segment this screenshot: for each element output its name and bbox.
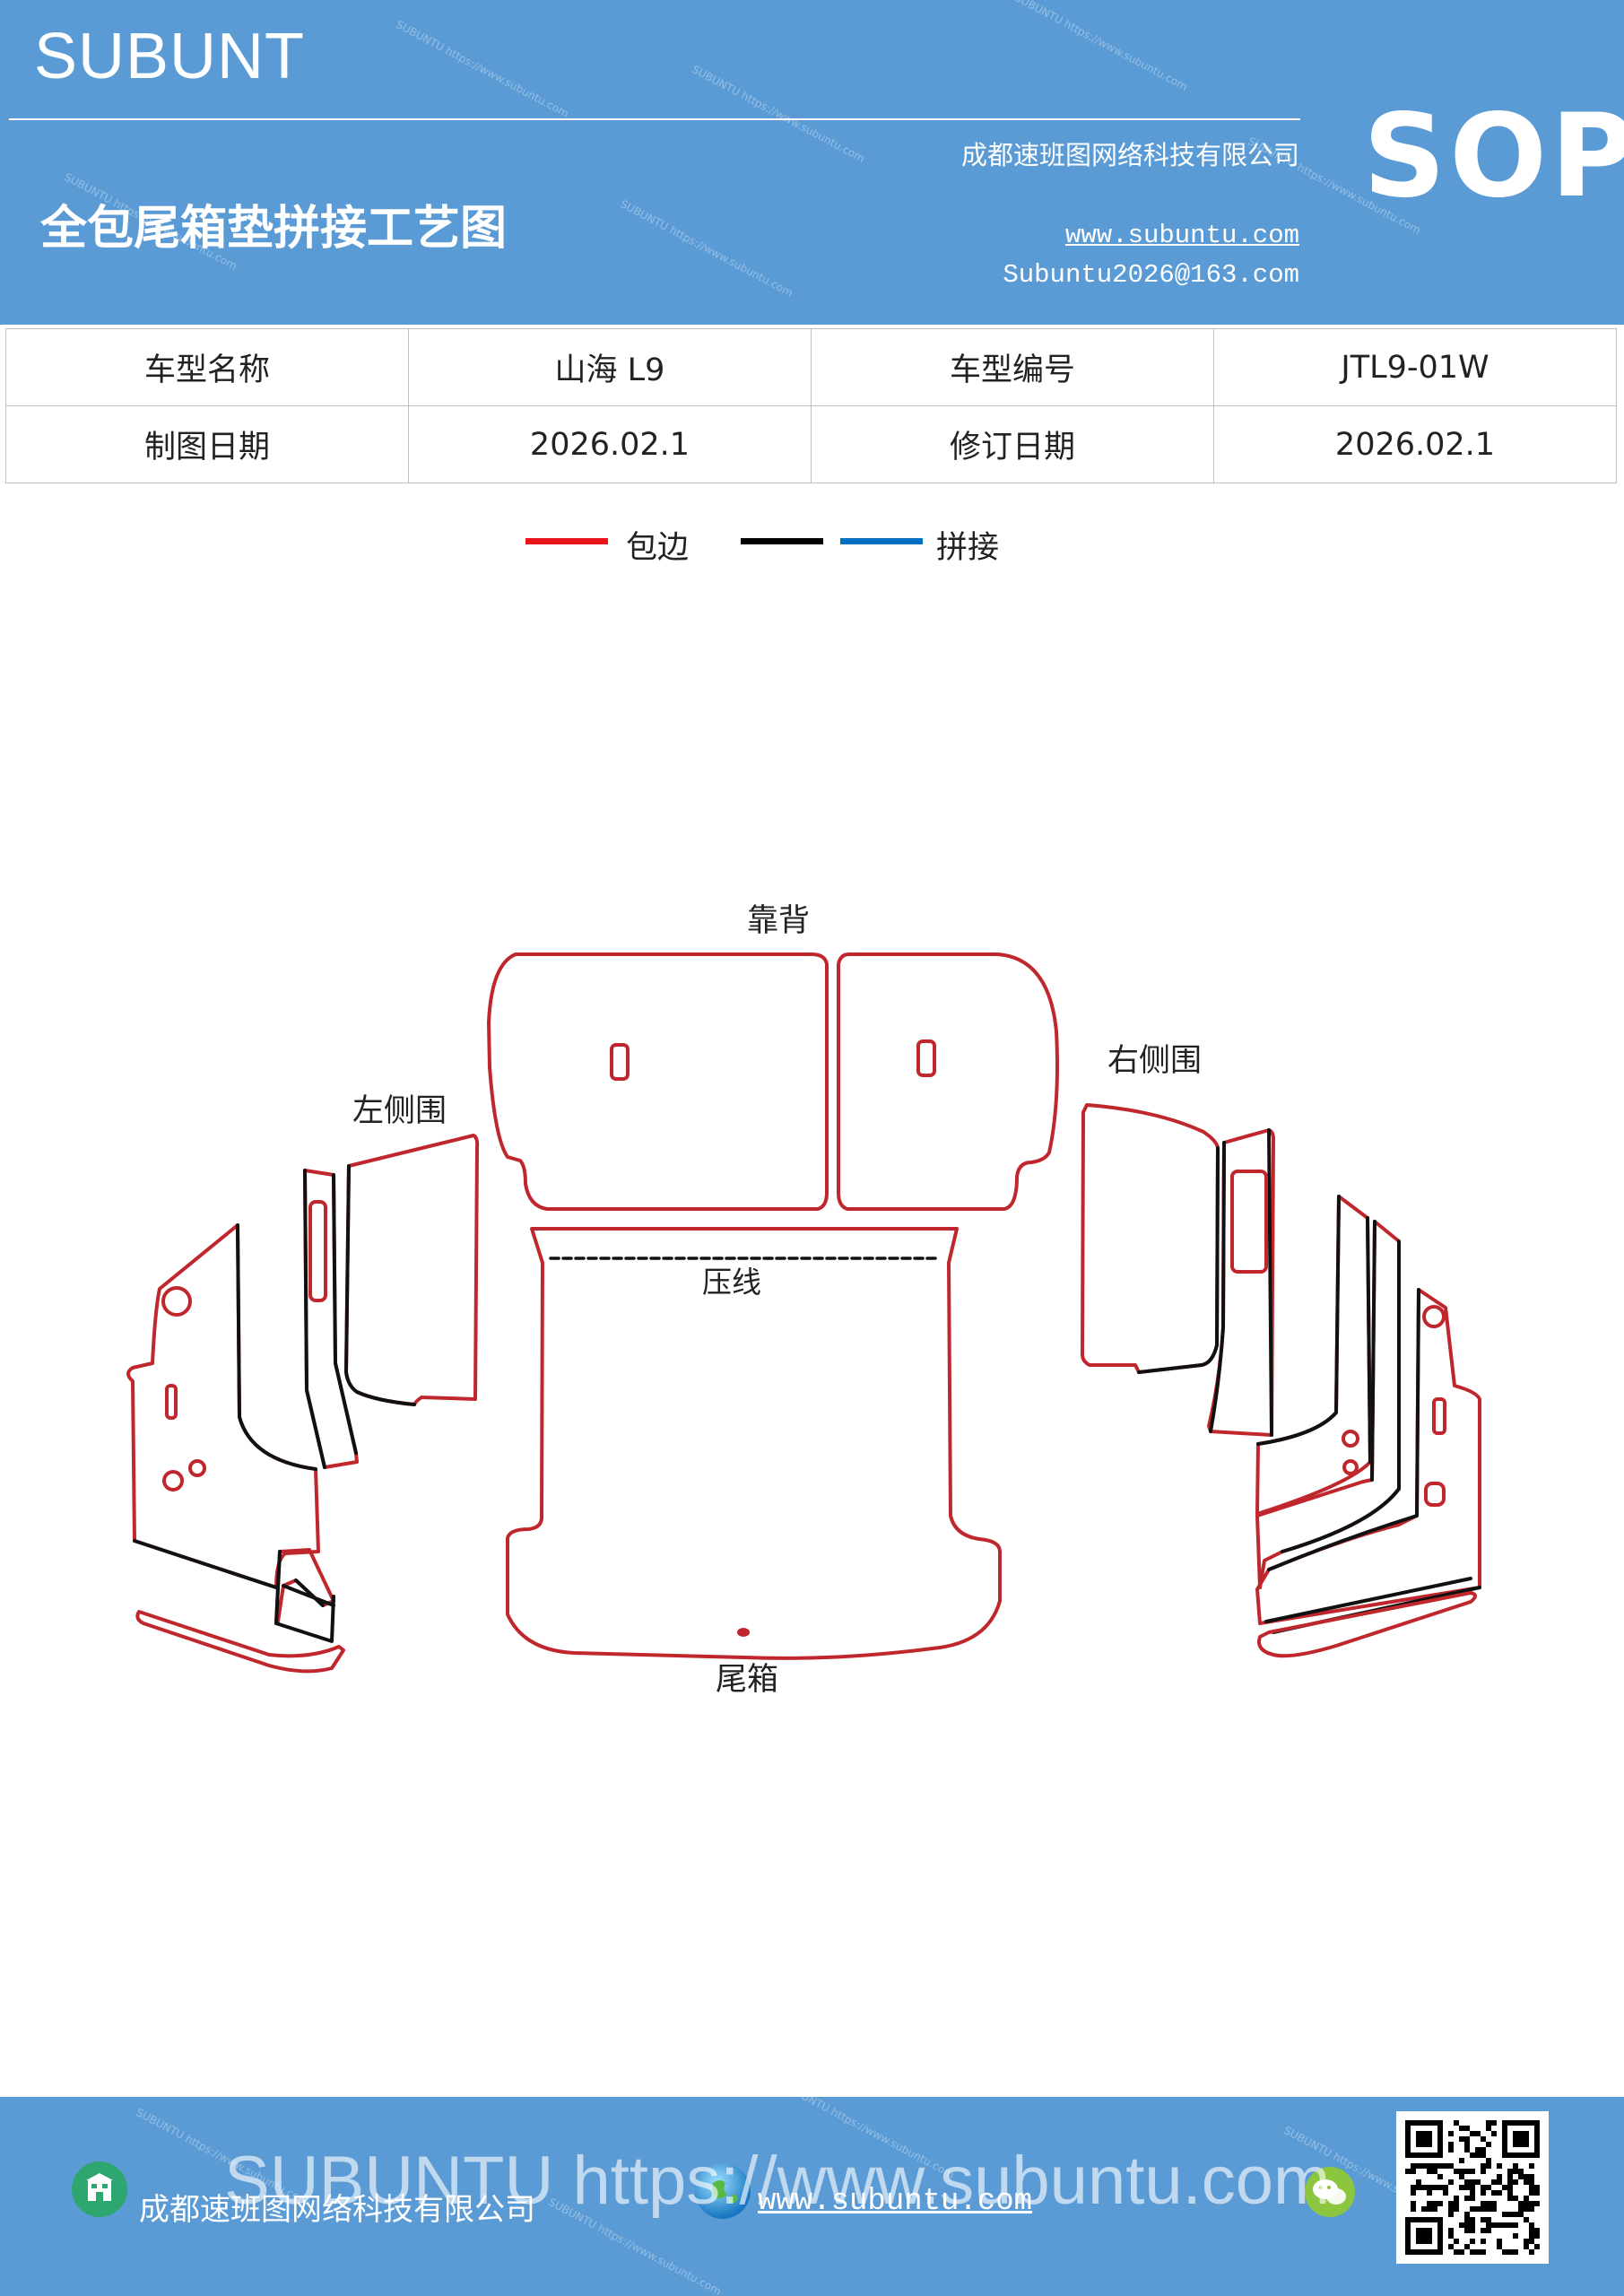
table-cell: 山海 L9: [408, 328, 812, 406]
table-cell: 制图日期: [5, 405, 409, 483]
footer-banner: SUBUNTU https://www.subuntu.com SUBUNTU …: [0, 2097, 1624, 2296]
right-side-slot: [1432, 1397, 1446, 1435]
right-side-upper-panel: [1081, 1103, 1220, 1374]
trunk-hole: [737, 1628, 750, 1637]
left-side-lower-panel: [126, 1223, 320, 1589]
website-link[interactable]: www.subuntu.com: [1064, 221, 1299, 250]
backrest-slot: [610, 1043, 630, 1081]
label-right-side: 右侧围: [1107, 1043, 1202, 1079]
table-cell: 车型名称: [5, 328, 409, 406]
right-side-slot: [1424, 1482, 1446, 1507]
info-table: 车型名称 山海 L9 车型编号 JTL9-01W 制图日期 2026.02.1 …: [5, 328, 1617, 483]
legend-swatch-black: [741, 538, 823, 544]
footer-website[interactable]: www.subuntu.com: [758, 2185, 1033, 2219]
wechat-icon[interactable]: [1305, 2167, 1355, 2217]
backrest-left-panel: [487, 952, 829, 1211]
right-side-hole: [1342, 1430, 1359, 1448]
backrest-slot: [916, 1039, 936, 1077]
legend-label-edge: 包边: [626, 530, 690, 566]
table-cell: 车型编号: [811, 328, 1214, 406]
email-address[interactable]: Subuntu2026@163.com: [1003, 260, 1299, 290]
table-cell: JTL9-01W: [1213, 328, 1617, 406]
left-side-hole: [161, 1286, 192, 1317]
left-side-bracket-lower: [274, 1595, 335, 1643]
footer-company: 成都速班图网络科技有限公司: [139, 2192, 535, 2228]
table-row: 制图日期 2026.02.1 修订日期 2026.02.1: [5, 405, 1617, 483]
right-pillar-slot: [1230, 1170, 1268, 1274]
right-side-hole: [1342, 1459, 1359, 1475]
left-side-hole: [162, 1470, 184, 1492]
footer-watermark: SUBUNTU https://www.subuntu.com: [224, 2143, 1331, 2219]
legend: 包边 拼接: [0, 520, 1624, 574]
label-left-side: 左侧围: [352, 1093, 447, 1129]
table-cell: 2026.02.1: [408, 405, 812, 483]
header-divider: [9, 118, 1300, 120]
left-side-hole: [188, 1459, 206, 1477]
label-backrest: 靠背: [747, 903, 810, 939]
table-row: 车型名称 山海 L9 车型编号 JTL9-01W: [5, 328, 1617, 406]
trunk-floor-panel: [506, 1227, 1002, 1660]
left-side-sill-strip: [135, 1610, 345, 1674]
table-cell: 2026.02.1: [1213, 405, 1617, 483]
left-side-upper-panel: [344, 1134, 480, 1406]
right-side-sill-strip: [1257, 1591, 1477, 1658]
page-title: 全包尾箱垫拼接工艺图: [40, 202, 508, 256]
legend-label-seam: 拼接: [936, 530, 1000, 566]
qr-code-icon[interactable]: [1396, 2111, 1549, 2264]
sop-badge: SOP: [1363, 90, 1624, 223]
left-side-slot: [165, 1384, 178, 1420]
brand-logo: SUBUNT: [34, 21, 306, 92]
label-trunk: 尾箱: [716, 1662, 778, 1698]
legend-swatch-seam: [840, 538, 923, 544]
company-name: 成都速班图网络科技有限公司: [960, 140, 1299, 170]
globe-icon: [695, 2163, 751, 2219]
left-pillar-slot: [308, 1200, 327, 1302]
legend-swatch-edge: [525, 538, 608, 544]
right-side-hole: [1422, 1305, 1446, 1328]
right-side-lower-middle: [1255, 1220, 1401, 1589]
backrest-right-panel: [837, 952, 1059, 1211]
table-cell: 修订日期: [811, 405, 1214, 483]
label-crease: 压线: [702, 1265, 761, 1300]
header-banner: SUBUNTU https://www.subuntu.com SUBUNTU …: [0, 0, 1624, 325]
building-icon: [72, 2161, 127, 2217]
